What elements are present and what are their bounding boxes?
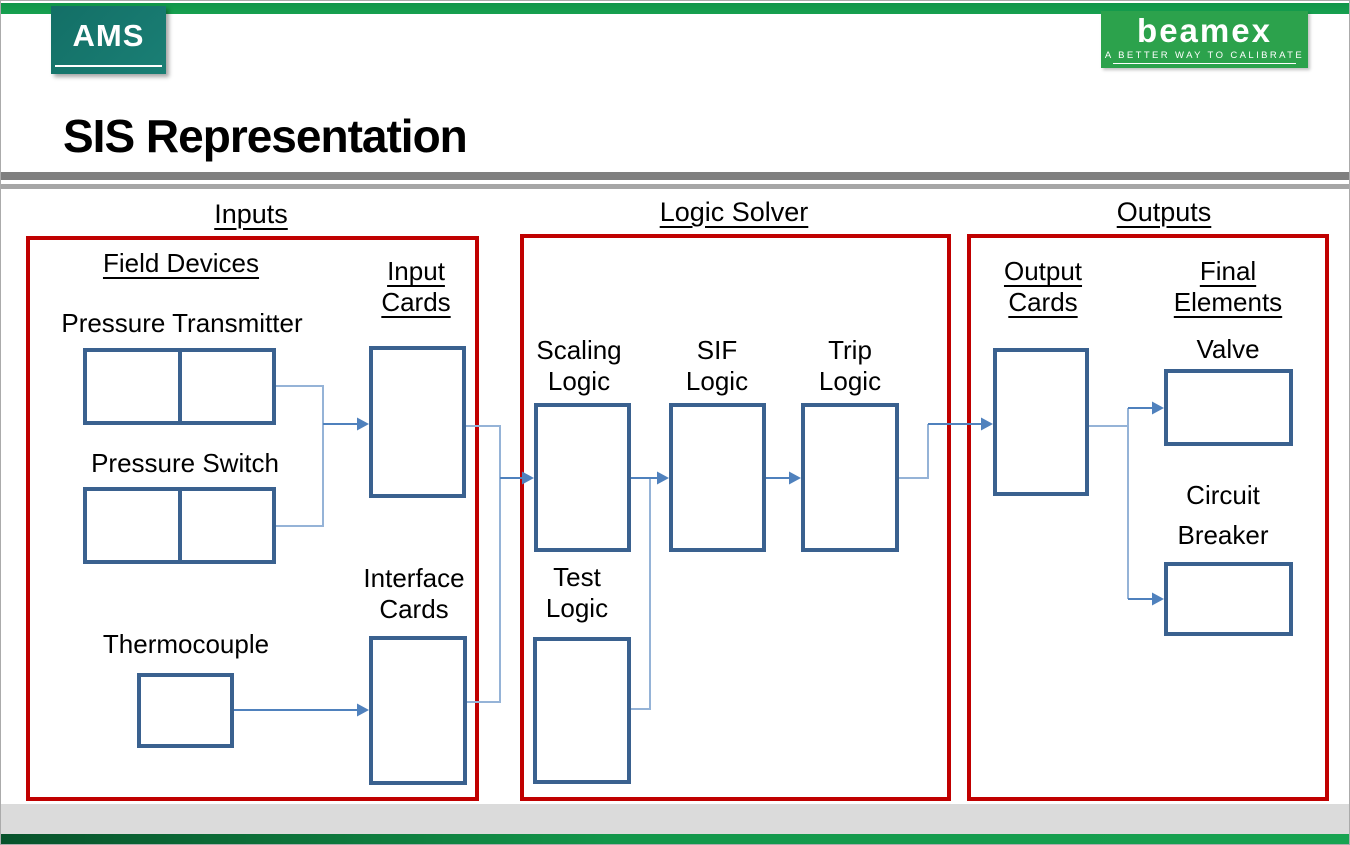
scaling-logic-box: [534, 403, 631, 552]
beamex-wordmark: beamex: [1137, 12, 1272, 49]
field-devices-label: Field Devices: [102, 248, 260, 278]
thermocouple-label: Thermocouple: [102, 629, 270, 659]
footer-accent-bar: [1, 834, 1349, 844]
ams-logo-rule: [55, 65, 162, 67]
final-elements-label: Final Elements: [1173, 256, 1283, 317]
pressure-switch-label: Pressure Switch: [91, 448, 279, 478]
title-divider-dark: [1, 172, 1349, 180]
title-divider-light: [1, 184, 1349, 189]
logic-solver-section-label: Logic Solver: [659, 197, 809, 227]
output-cards-box: [993, 348, 1089, 496]
logic-solver-section-box: [520, 234, 951, 801]
beamex-logo-rule: [1113, 62, 1296, 64]
input-cards-box: [369, 346, 466, 498]
inputs-section-label: Inputs: [214, 199, 288, 229]
circuit-breaker-box: [1164, 562, 1293, 636]
output-cards-label: Output Cards: [1003, 256, 1083, 317]
interface-cards-label: Interface Cards: [363, 563, 465, 624]
ams-logo: AMS: [51, 6, 166, 74]
outputs-section-label: Outputs: [1116, 197, 1212, 227]
sif-logic-label: SIF Logic: [685, 335, 749, 396]
pressure-switch-box: [83, 487, 276, 564]
trip-logic-box: [801, 403, 899, 552]
interface-cards-box: [369, 636, 467, 785]
ams-logo-text: AMS: [72, 18, 145, 53]
circuit-breaker-label: Circuit Breaker: [1177, 480, 1269, 550]
trip-logic-label: Trip Logic: [818, 335, 882, 396]
page-title: SIS Representation: [63, 110, 468, 162]
scaling-logic-label: Scaling Logic: [536, 335, 622, 396]
pressure-transmitter-box-divider: [178, 352, 182, 421]
input-cards-label: Input Cards: [381, 256, 451, 317]
beamex-tagline: A BETTER WAY TO CALIBRATE: [1104, 50, 1305, 61]
valve-box: [1164, 369, 1293, 446]
test-logic-label: Test Logic: [545, 562, 609, 623]
valve-label: Valve: [1196, 334, 1260, 364]
beamex-logo: beamex A BETTER WAY TO CALIBRATE: [1101, 11, 1308, 68]
pressure-transmitter-label: Pressure Transmitter: [61, 308, 303, 338]
outputs-section-box: [967, 234, 1329, 801]
test-logic-box: [533, 637, 631, 784]
sif-logic-box: [669, 403, 766, 552]
top-accent-bar: [1, 3, 1349, 14]
footer-gray-bar: [1, 804, 1349, 834]
pressure-transmitter-box: [83, 348, 276, 425]
pressure-switch-box-divider: [178, 491, 182, 560]
thermocouple-box: [137, 673, 234, 748]
